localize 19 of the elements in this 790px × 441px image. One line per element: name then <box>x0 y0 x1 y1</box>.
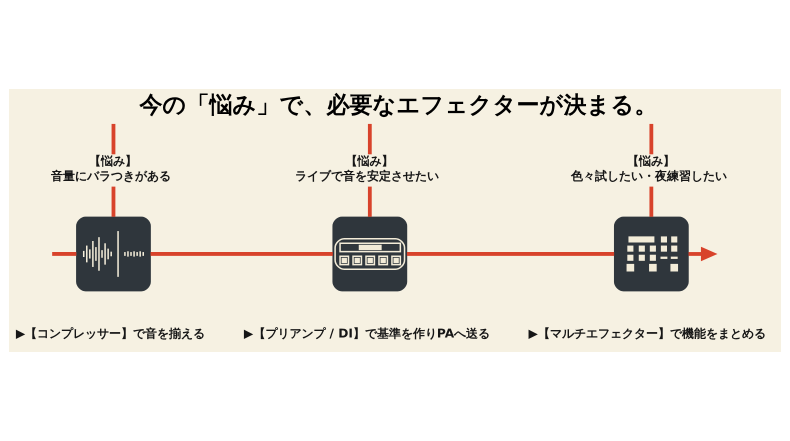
arrow <box>688 246 718 262</box>
connector <box>52 252 76 256</box>
connector <box>368 186 372 217</box>
node-text: 【悩み】 音量にバラつきがある <box>50 154 171 184</box>
connector <box>406 252 614 256</box>
connector <box>368 124 372 154</box>
node-picture <box>76 216 151 292</box>
connector <box>150 252 333 256</box>
connector <box>112 124 116 154</box>
node-picture <box>614 216 689 292</box>
node-text: 【悩み】 色々試したい・夜練習したい <box>571 154 728 184</box>
connector <box>649 186 654 217</box>
connector <box>649 124 654 154</box>
node-label: ▶【マルチエフェクター】で機能をまとめる <box>528 326 766 340</box>
connector <box>112 186 116 217</box>
node-text: 【悩み】 ライブで音を安定させたい <box>295 154 440 184</box>
node-label: ▶【プリアンプ / DI】で基準を作りPAへ送る <box>244 326 490 340</box>
node-label: ▶【コンプレッサー】で音を揃える <box>16 326 206 340</box>
diagram-title: 今の「悩み」で、必要なエフェクターが決まる。 <box>139 92 658 119</box>
